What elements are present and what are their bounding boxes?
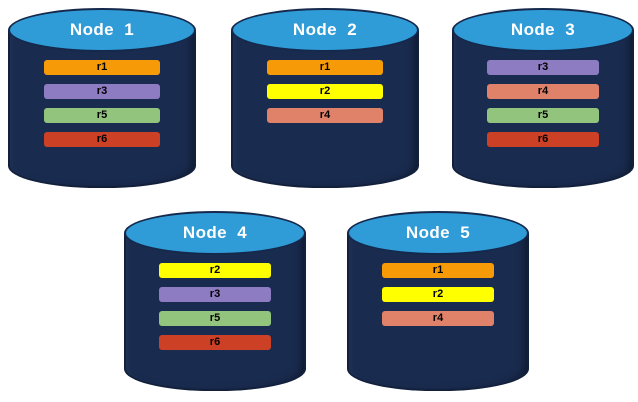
node-label: Node 1 [69,20,135,39]
replica-list: r1 r3 r5 r6 [8,60,196,147]
replica-list: r3 r4 r5 r6 [452,60,634,147]
replica-bar[interactable]: r4 [486,84,600,99]
cylinder-top-icon [124,211,306,255]
cylinder-top-icon [8,8,196,52]
replica-list: r2 r3 r5 r6 [124,263,306,350]
cylinder-top-icon [347,211,529,255]
replica-bar[interactable]: r3 [486,60,600,75]
replica-bar[interactable]: r5 [158,311,272,326]
replica-list: r1 r2 r4 [347,263,529,326]
node-label: Node 5 [405,223,471,242]
replica-bar[interactable]: r5 [486,108,600,123]
replica-bar[interactable]: r6 [158,335,272,350]
cylinder-top-icon [452,8,634,52]
replica-bar[interactable]: r6 [43,132,161,147]
database-node-2[interactable]: Node 2 r1 r2 r4 [231,8,419,188]
replica-bar[interactable]: r1 [381,263,495,278]
replica-bar[interactable]: r3 [158,287,272,302]
replica-bar[interactable]: r4 [266,108,384,123]
replica-bar[interactable]: r6 [486,132,600,147]
replica-list: r1 r2 r4 [231,60,419,123]
database-node-3[interactable]: Node 3 r3 r4 r5 r6 [452,8,634,188]
replica-bar[interactable]: r2 [158,263,272,278]
database-node-4[interactable]: Node 4 r2 r3 r5 r6 [124,211,306,391]
node-label: Node 4 [182,223,248,242]
replica-bar[interactable]: r5 [43,108,161,123]
node-label: Node 2 [292,20,358,39]
database-node-5[interactable]: Node 5 r1 r2 r4 [347,211,529,391]
replica-bar[interactable]: r2 [381,287,495,302]
node-label: Node 3 [510,20,576,39]
cylinder-top-icon [231,8,419,52]
replica-bar[interactable]: r2 [266,84,384,99]
replica-bar[interactable]: r1 [43,60,161,75]
replica-bar[interactable]: r1 [266,60,384,75]
database-node-1[interactable]: Node 1 r1 r3 r5 r6 [8,8,196,188]
replica-bar[interactable]: r4 [381,311,495,326]
replica-bar[interactable]: r3 [43,84,161,99]
